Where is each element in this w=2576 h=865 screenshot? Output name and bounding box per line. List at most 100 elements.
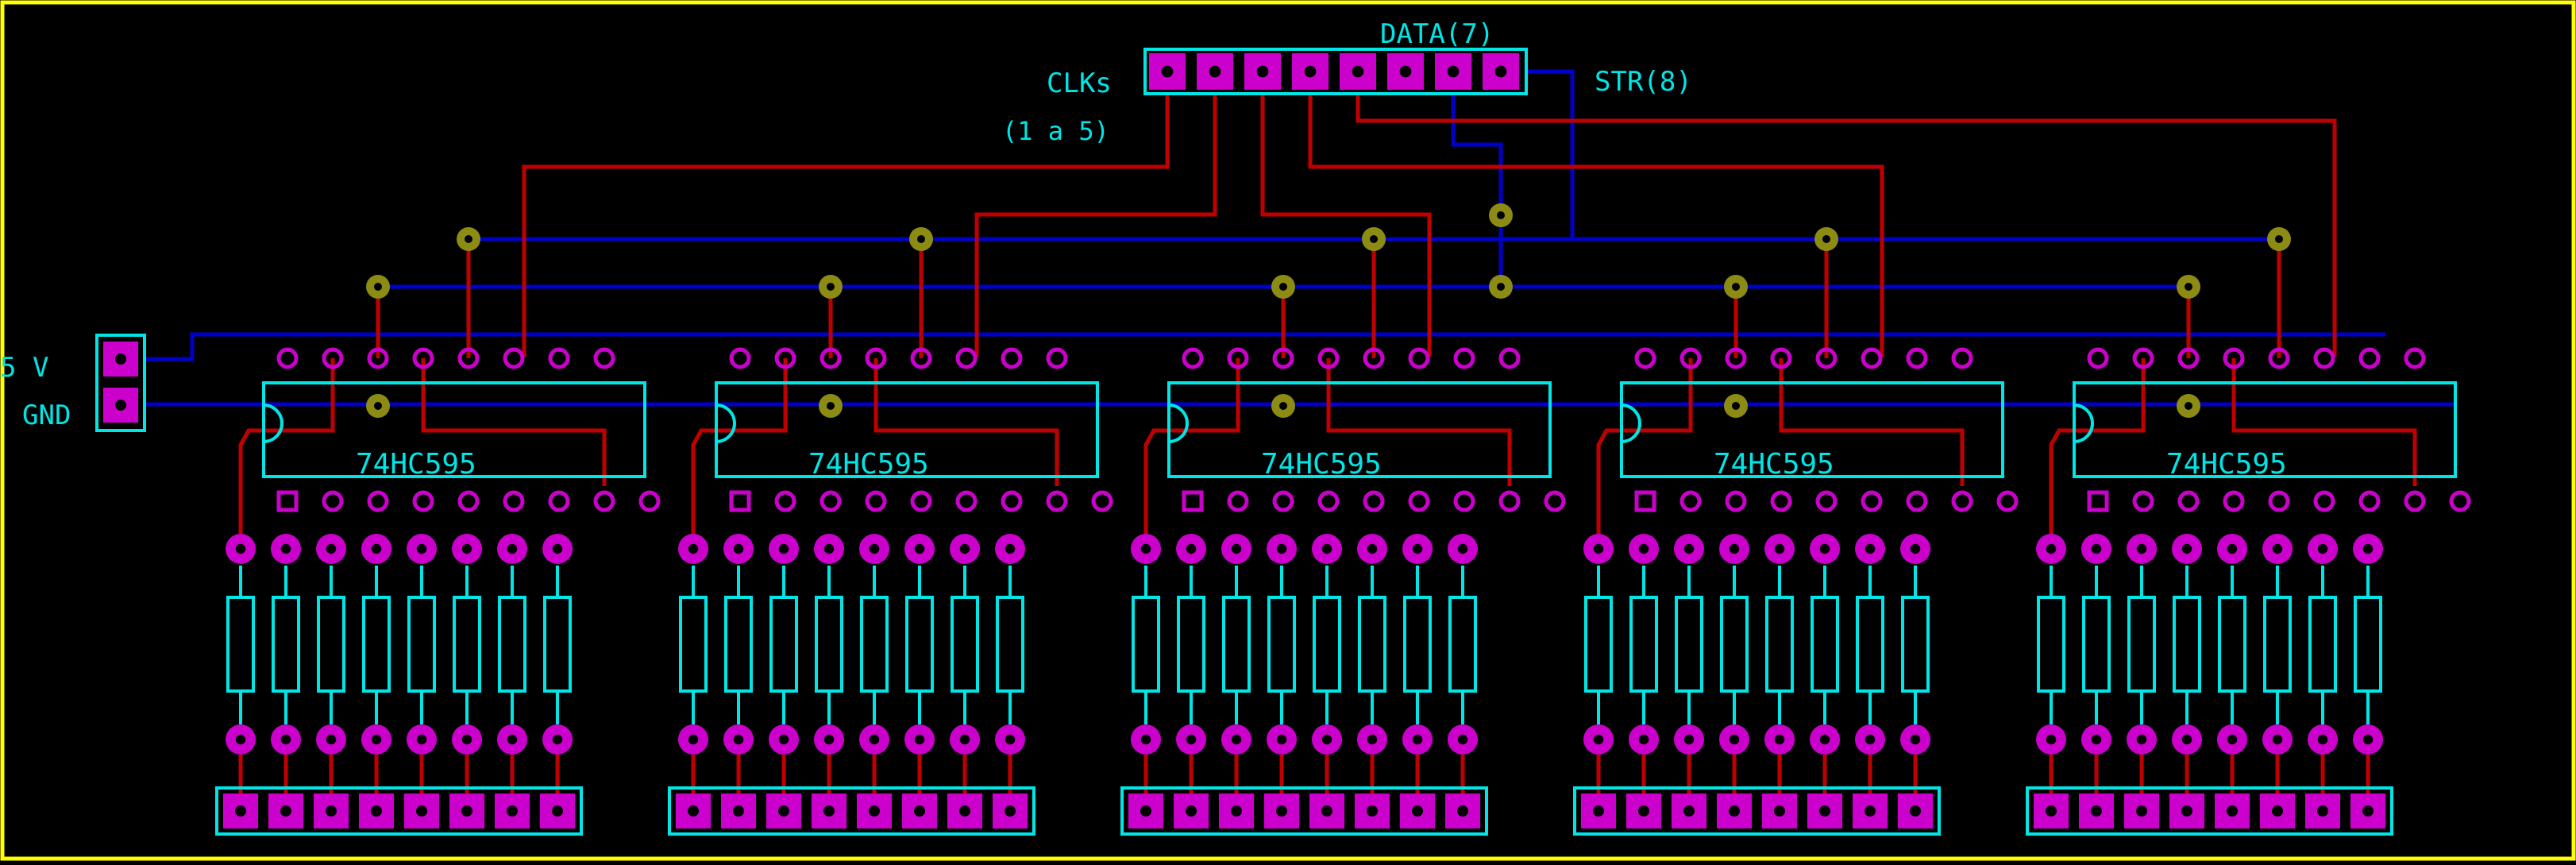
data-header-trace: [1526, 69, 1575, 239]
chip-2-bottom-pin-7: [1001, 490, 1023, 512]
chip-5-ser-trace: [2231, 358, 2417, 486]
chip-notch-4: [1621, 404, 1641, 443]
vcc-bus-trace: [145, 332, 2385, 361]
output-connector-1-pin-7-hole: [506, 805, 519, 817]
chip-2-top-pin-7: [1001, 347, 1023, 369]
resistor-5-1-top-pad-hole: [2046, 543, 2057, 554]
resistor-2-4-bottom-pad-hole: [823, 734, 835, 745]
chip-1-gnd-via-hole: [374, 402, 382, 410]
resistor-4-4-bottom-pad-hole: [1729, 734, 1740, 745]
resistor-1-4-bottom-pad-hole: [371, 734, 382, 745]
header-pin-2-hole: [1209, 65, 1221, 78]
resistor-5-4-bottom-pad-hole: [2181, 734, 2192, 745]
resistor-1-5-bottom-pad-hole: [416, 734, 427, 745]
chip-4-bottom-pin-5: [1815, 490, 1838, 512]
output-connector-5-pin-1-hole: [2045, 805, 2057, 817]
chip-label-1: 74HC595: [356, 448, 476, 481]
chip-2-top-pin-6: [955, 347, 978, 369]
chip-2-top-pin-4: [865, 347, 887, 369]
chip-1-str-via-hole: [374, 283, 382, 291]
chip-notch-1: [263, 404, 283, 443]
chip-3-bottom-pin-7: [1453, 490, 1475, 512]
resistor-5-6-bottom-pad-hole: [2272, 734, 2283, 745]
resistor-1-2-top-pad-hole: [280, 543, 291, 554]
output-connector-2-pin-3-hole: [777, 805, 790, 817]
chip-5-top-pin-3: [2177, 347, 2200, 369]
chip-1-top-pin-7: [548, 347, 570, 369]
chip-label-2: 74HC595: [808, 448, 929, 481]
chip-5-bottom-pin-7: [2358, 490, 2381, 512]
header-pin-4-hole: [1304, 65, 1317, 78]
chip-notch-5: [2073, 404, 2094, 443]
resistor-1-4-top-pad-hole: [371, 543, 382, 554]
output-connector-1-pin-1-hole: [234, 805, 247, 817]
resistor-2-1-top-pad-hole: [688, 543, 699, 554]
resistor-4-5-top-pad-hole: [1774, 543, 1785, 554]
header-pin-5-hole: [1352, 65, 1364, 78]
resistor-3-2-bottom-pad-hole: [1186, 734, 1197, 745]
output-connector-2-pin-7-hole: [958, 805, 971, 817]
chip-3-bottom-pin-2: [1227, 490, 1249, 512]
chip-1-bottom-pin-5: [457, 490, 480, 512]
chip-2-top-pin-3: [819, 347, 842, 369]
resistor-3-6-bottom-pad-hole: [1367, 734, 1378, 745]
output-connector-5-pin-8-hole: [2362, 805, 2374, 817]
chip-1-bottom-pin-8: [593, 490, 615, 512]
chip-5-data-via-hole: [2275, 235, 2283, 243]
str-label: STR(8): [1595, 66, 1692, 98]
chip-5-gnd-via-hole: [2185, 402, 2192, 410]
chip-5-top-pin-1: [2087, 347, 2109, 369]
resistor-2-8-bottom-pad-hole: [1005, 734, 1016, 745]
chip-4-top-pin-8: [1951, 347, 1973, 369]
gnd-label: GND: [22, 400, 71, 431]
chip-2-data-via-hole: [917, 235, 925, 243]
chip-3-bottom-pin-6: [1408, 490, 1430, 512]
resistor-3-1-top-pad-hole: [1140, 543, 1151, 554]
chip-2-bottom-pin-8: [1046, 490, 1068, 512]
chip-1-bottom-pin-3: [367, 490, 389, 512]
resistor-1-2-bottom-pad-hole: [280, 734, 291, 745]
chip-label-4: 74HC595: [1714, 448, 1834, 481]
output-connector-3-pin-1-hole: [1140, 805, 1152, 817]
resistor-3-4-bottom-pad-hole: [1276, 734, 1287, 745]
chip-outline-2: [715, 381, 1099, 478]
chip-5-top-pin-5: [2268, 347, 2290, 369]
chip-3-bottom-pin-8: [1498, 490, 1521, 512]
resistor-1-6-bottom-pad-hole: [461, 734, 472, 745]
top-layer-traces: [238, 94, 2417, 810]
chip-3-pin-1: [1182, 490, 1204, 512]
chip-1-top-pin-2: [322, 347, 344, 369]
chip-3-top-pin-7: [1453, 347, 1475, 369]
resistor-3-7-bottom-pad-hole: [1412, 734, 1423, 745]
chip-outline-4: [1620, 381, 2004, 478]
chip-5-q0-trace: [2049, 358, 2146, 534]
chip-5-pin-1: [2087, 490, 2109, 512]
output-connector-3-pin-8-hole: [1456, 805, 1469, 817]
resistor-2-2-bottom-pad-hole: [733, 734, 744, 745]
resistor-5-8-top-pad-hole: [2362, 543, 2374, 554]
resistor-3-2-top-pad-hole: [1186, 543, 1197, 554]
output-connector-4-pin-3-hole: [1683, 805, 1695, 817]
clks-range-label: (1 a 5): [1002, 116, 1109, 146]
chip-5-str-via-hole: [2185, 283, 2192, 291]
output-connector-1-pin-4-hole: [370, 805, 383, 817]
resistor-4-2-top-pad-hole: [1638, 543, 1649, 554]
chip-2-top-pin-1: [729, 347, 751, 369]
chip-4-bottom-pin-3: [1725, 490, 1747, 512]
output-connector-3-outline: [1120, 786, 1488, 836]
output-connector-2-pin-5-hole: [868, 805, 881, 817]
str-bus-via-hole: [1497, 283, 1505, 291]
header-pin-6-hole: [1399, 65, 1412, 78]
chip-outline-1: [262, 381, 646, 478]
chip-3-top-pin-4: [1317, 347, 1340, 369]
output-connector-1-pin-5-hole: [415, 805, 428, 817]
chip-outline-3: [1167, 381, 1552, 478]
chip-5-bottom-pin-9: [2449, 490, 2471, 512]
chip-5-top-pin-8: [2404, 347, 2426, 369]
header-outline: [1143, 48, 1528, 95]
chip-4-pin-1: [1634, 490, 1656, 512]
chip-label-3: 74HC595: [1261, 448, 1382, 481]
output-connector-1-outline: [215, 786, 583, 836]
chip-1-bottom-pin-9: [638, 490, 661, 512]
chip-3-top-pin-3: [1272, 347, 1294, 369]
